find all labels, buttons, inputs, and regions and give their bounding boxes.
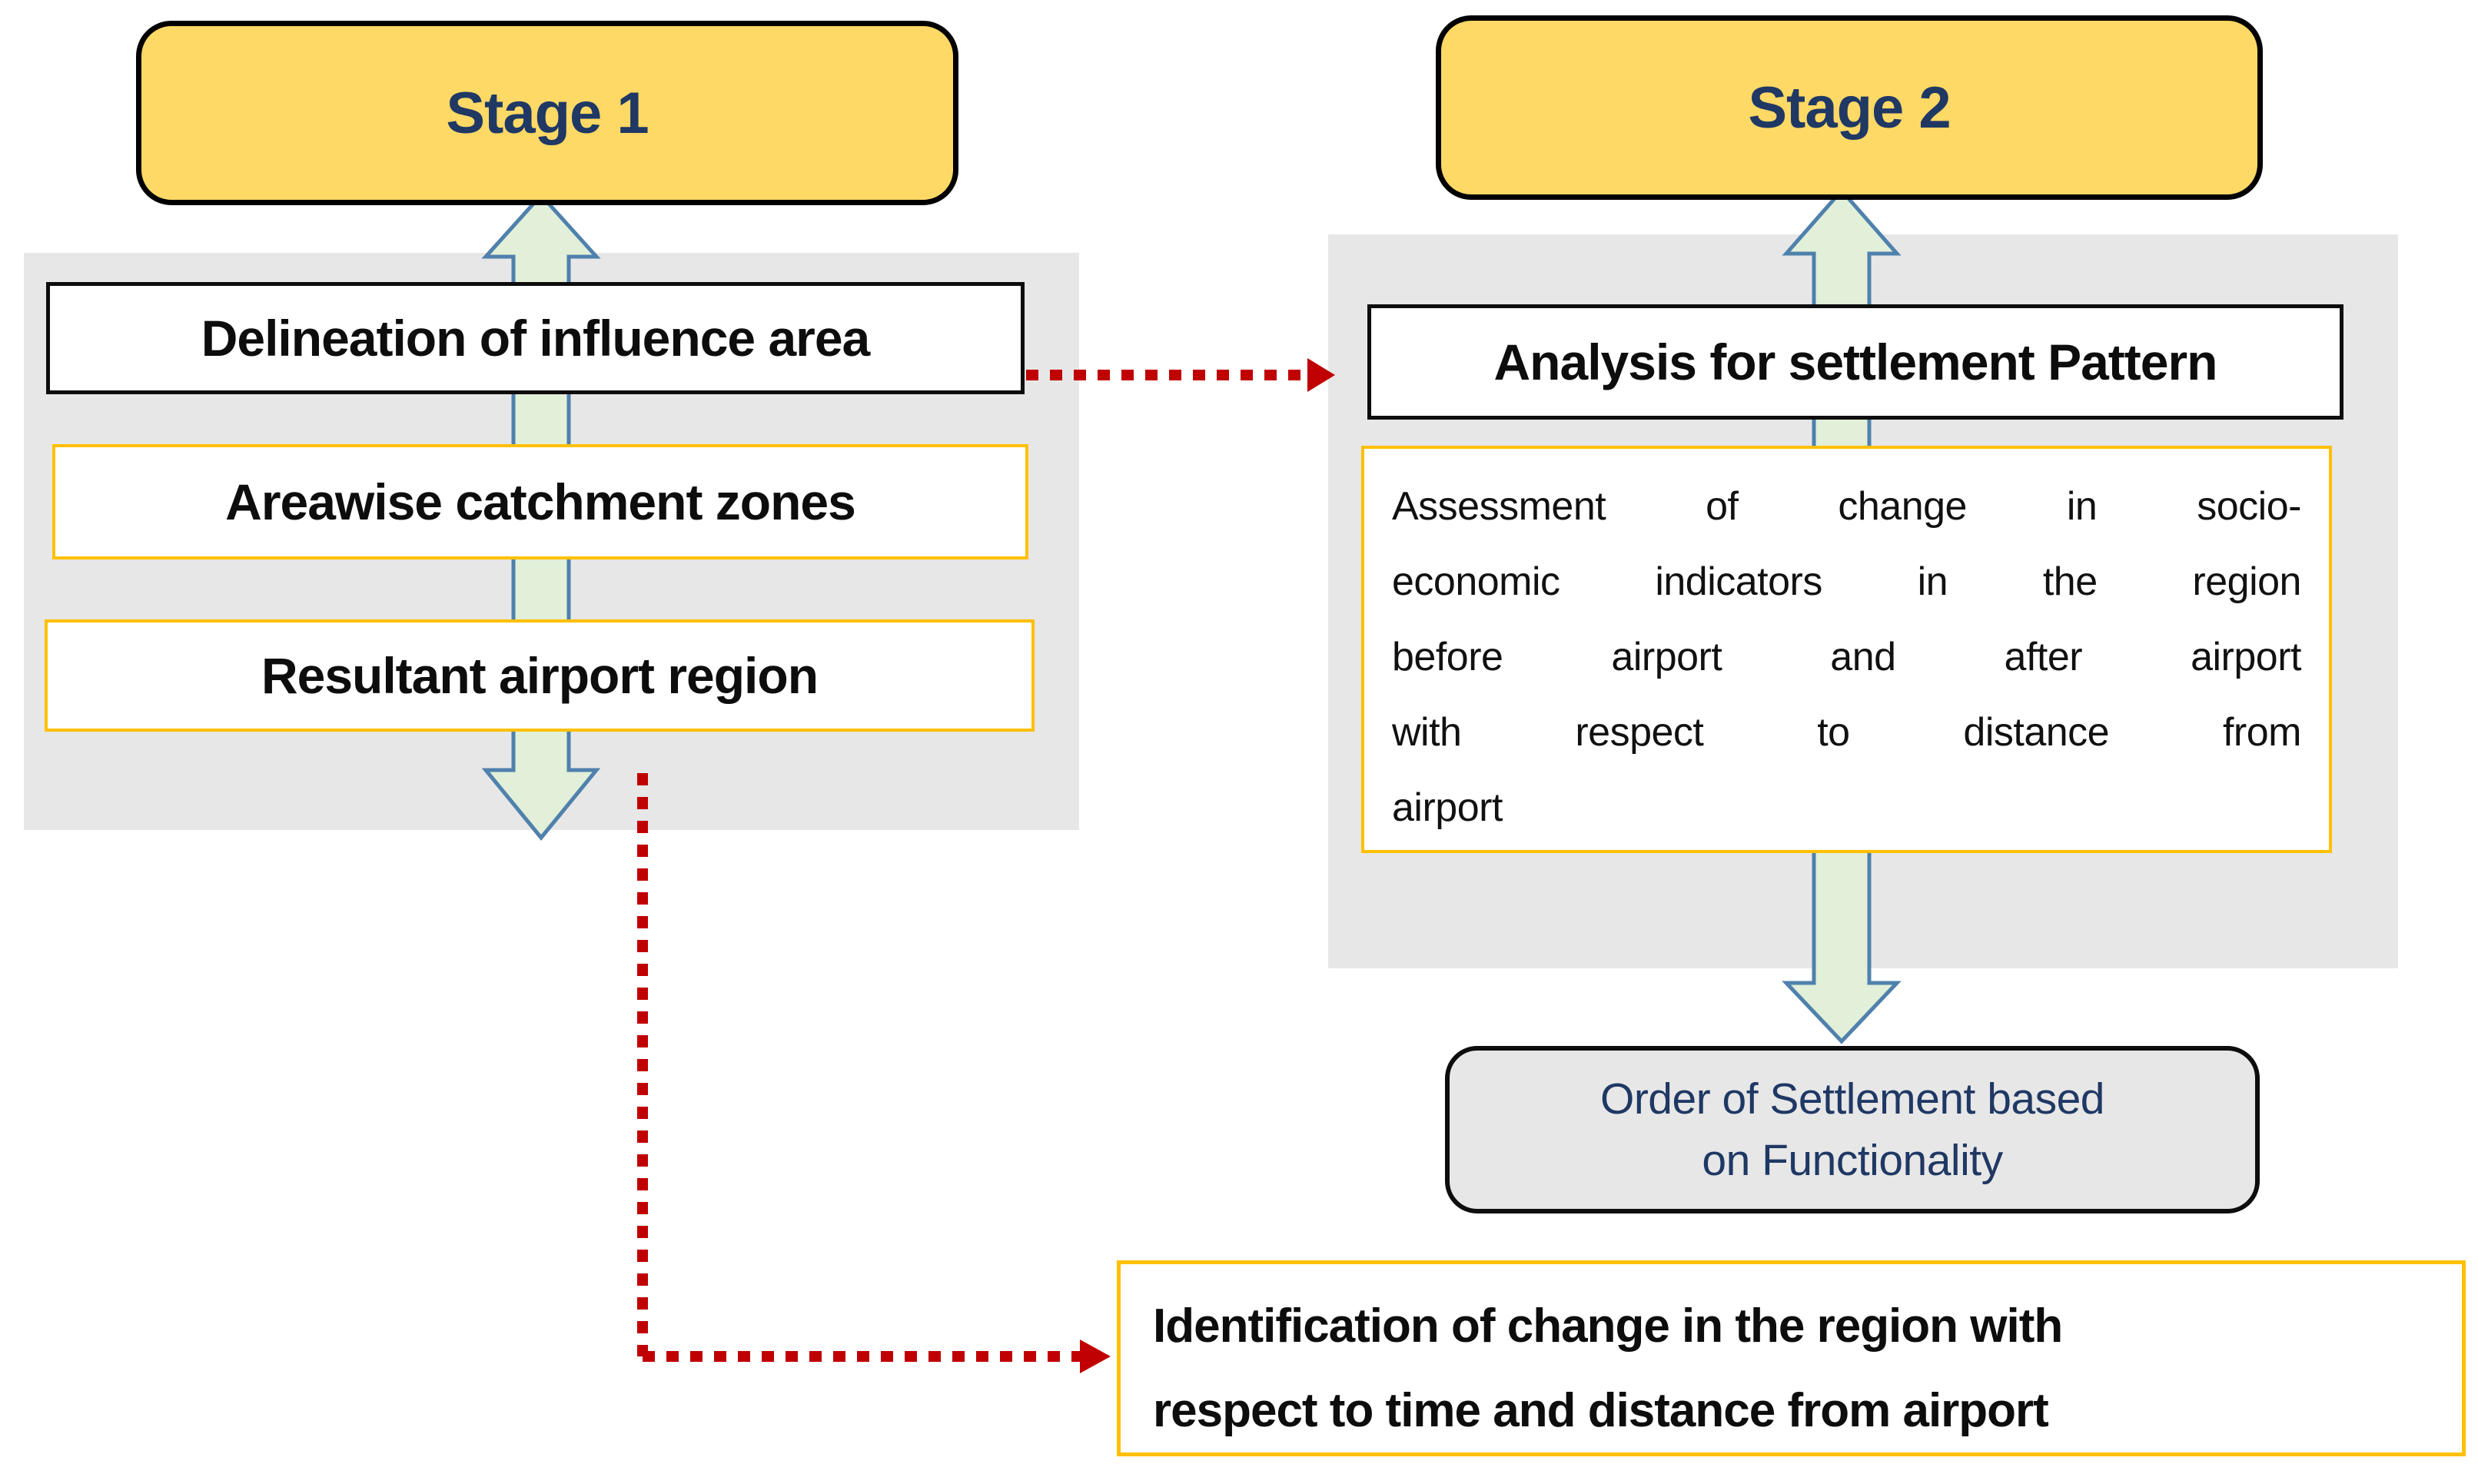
resultant-label: Resultant airport region bbox=[261, 647, 819, 704]
stage1-box: Stage 1 bbox=[136, 21, 958, 205]
stage2-label: Stage 2 bbox=[1748, 75, 1951, 141]
stage1-label: Stage 1 bbox=[446, 80, 649, 146]
areawise-label: Areawise catchment zones bbox=[225, 473, 856, 530]
elbow-link-arrow-icon bbox=[637, 773, 1111, 1373]
cross-link-arrow-icon bbox=[1026, 358, 1335, 392]
assessment-line: airport bbox=[1392, 785, 1503, 830]
analysis-label: Analysis for settlement Pattern bbox=[1493, 334, 2218, 390]
order-line-2: on Functionality bbox=[1702, 1136, 2003, 1185]
identification-line-2: respect to time and distance from airpor… bbox=[1153, 1384, 2049, 1437]
stage2-box: Stage 2 bbox=[1436, 15, 2263, 200]
identification-box: Identification of change in the region w… bbox=[1117, 1260, 2466, 1456]
areawise-box: Areawise catchment zones bbox=[52, 444, 1028, 559]
identification-line-1: Identification of change in the region w… bbox=[1153, 1300, 2063, 1353]
delineation-box: Delineation of influence area bbox=[46, 282, 1025, 394]
resultant-box: Resultant airport region bbox=[45, 619, 1035, 732]
delineation-label: Delineation of influence area bbox=[201, 310, 871, 367]
order-of-settlement-box: Order of Settlement based on Functionali… bbox=[1445, 1046, 2260, 1213]
analysis-box: Analysis for settlement Pattern bbox=[1367, 304, 2343, 420]
order-line-1: Order of Settlement based bbox=[1599, 1074, 2105, 1124]
